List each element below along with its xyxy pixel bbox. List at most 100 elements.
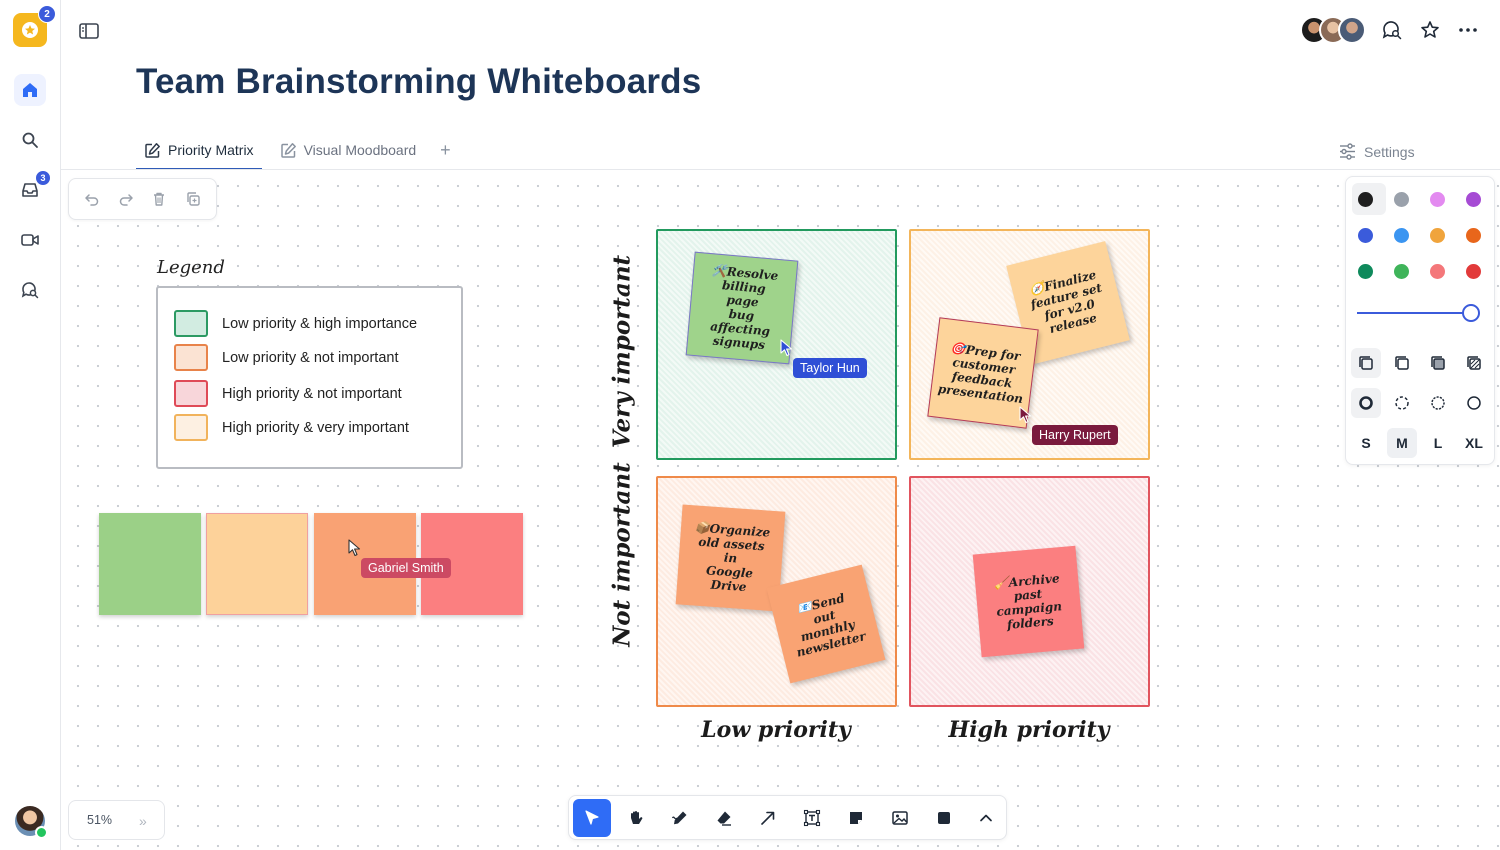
search-button[interactable]	[14, 124, 46, 156]
settings-button[interactable]: Settings	[1338, 142, 1415, 161]
inbox-button[interactable]	[14, 174, 46, 206]
fill-solid-button[interactable]	[1423, 348, 1453, 378]
legend-label: High priority & not important	[222, 385, 402, 402]
legend-item: High priority & very important	[174, 414, 409, 441]
more-horizontal-icon	[1459, 28, 1477, 32]
tab-label: Visual Moodboard	[303, 142, 417, 158]
stroke-draw-button[interactable]	[1351, 388, 1381, 418]
expand-minimap-button[interactable]: »	[139, 813, 147, 829]
note-emoji: 📦	[694, 520, 711, 536]
text-tool-button[interactable]	[793, 799, 831, 837]
color-swatch-yellow[interactable]	[1430, 228, 1445, 243]
legend-swatch	[174, 380, 208, 407]
fill-pattern-button[interactable]	[1459, 348, 1489, 378]
x-axis-label: Low priority	[701, 717, 851, 743]
legend-title: Legend	[157, 257, 225, 278]
trash-icon	[154, 192, 165, 206]
legend-swatch	[174, 310, 208, 337]
stroke-dotted-button[interactable]	[1423, 388, 1453, 418]
edit-toolbar	[68, 178, 217, 220]
undo-button[interactable]	[79, 186, 105, 212]
opacity-slider-track[interactable]	[1357, 312, 1470, 314]
eraser-tool-button[interactable]	[705, 799, 743, 837]
image-tool-button[interactable]	[881, 799, 919, 837]
rectangle-icon	[938, 812, 950, 824]
color-swatch-violet[interactable]	[1466, 192, 1481, 207]
sticky-note-tool-button[interactable]	[837, 799, 875, 837]
tab-visual-moodboard[interactable]: Visual Moodboard	[272, 132, 425, 168]
hand-icon	[631, 811, 643, 824]
fill-semi-icon	[1395, 356, 1409, 370]
drawing-toolbar	[568, 795, 1007, 840]
arrow-tool-button[interactable]	[749, 799, 787, 837]
size-small-button[interactable]: S	[1361, 435, 1371, 451]
shape-tool-button[interactable]	[925, 799, 963, 837]
x-axis-label: High priority	[948, 717, 1110, 743]
draw-tool-button[interactable]	[661, 799, 699, 837]
app-rail: 2 3	[0, 0, 61, 850]
legend-label: Low priority & high importance	[222, 315, 418, 332]
sidebar-toggle-button[interactable]	[78, 20, 100, 42]
inbox-badge: 3	[35, 170, 51, 186]
comments-button[interactable]	[1380, 18, 1404, 42]
home-icon	[23, 83, 37, 97]
inbox-icon	[22, 183, 38, 197]
tab-priority-matrix[interactable]: Priority Matrix	[136, 132, 262, 170]
color-swatch-blue[interactable]	[1358, 228, 1373, 243]
undo-icon	[85, 194, 99, 206]
color-swatch-light-violet[interactable]	[1430, 192, 1445, 207]
sticky-note-yellow[interactable]	[206, 513, 308, 615]
note-text: 🛠️Resolve billing page bug affecting sig…	[709, 263, 779, 353]
fill-semi-button[interactable]	[1387, 348, 1417, 378]
color-swatch-orange[interactable]	[1466, 228, 1481, 243]
video-button[interactable]	[14, 224, 46, 256]
star-badge-icon	[22, 22, 38, 38]
redo-button[interactable]	[113, 186, 139, 212]
duplicate-button[interactable]	[180, 186, 206, 212]
favorite-button[interactable]	[1418, 18, 1442, 42]
legend-swatch	[174, 414, 208, 441]
opacity-slider-handle[interactable]	[1462, 304, 1480, 322]
chat-search-button[interactable]	[14, 274, 46, 306]
stroke-draw-icon	[1359, 396, 1373, 410]
sticky-note[interactable]: 🧹Archive past campaign folders	[972, 545, 1085, 658]
chat-search-icon	[1382, 21, 1402, 40]
color-swatch-black[interactable]	[1358, 192, 1373, 207]
size-medium-button[interactable]: M	[1387, 428, 1417, 458]
legend[interactable]: Low priority & high importance Low prior…	[156, 286, 463, 469]
sticky-note-green[interactable]	[99, 513, 201, 615]
add-tab-button[interactable]: +	[440, 139, 451, 160]
collaborator-cursor-icon	[1019, 406, 1032, 424]
color-swatch-light-green[interactable]	[1394, 264, 1409, 279]
settings-label: Settings	[1364, 143, 1415, 160]
size-large-button[interactable]: L	[1433, 435, 1443, 451]
color-swatch-light-red[interactable]	[1430, 264, 1445, 279]
home-button[interactable]	[14, 74, 46, 106]
header-actions	[1300, 16, 1480, 44]
collaborator-cursor-icon	[348, 539, 361, 557]
collaborator-avatars[interactable]	[1300, 16, 1366, 44]
color-swatch-red[interactable]	[1466, 264, 1481, 279]
sidebar-panel-icon	[79, 23, 99, 39]
stroke-dashed-button[interactable]	[1387, 388, 1417, 418]
page-title: Team Brainstorming Whiteboards	[136, 62, 702, 101]
zoom-control[interactable]: 51% »	[68, 800, 165, 840]
collaborator-label: Gabriel Smith	[361, 558, 451, 578]
edit-icon	[280, 142, 296, 158]
size-xl-button[interactable]: XL	[1465, 435, 1483, 451]
color-swatch-light-blue[interactable]	[1394, 228, 1409, 243]
collaborator-label: Harry Rupert	[1032, 425, 1118, 445]
select-tool-button[interactable]	[573, 799, 611, 837]
more-options-button[interactable]	[1456, 18, 1480, 42]
style-panel: S M L XL	[1345, 176, 1495, 465]
color-swatch-grey[interactable]	[1394, 192, 1409, 207]
delete-button[interactable]	[146, 186, 172, 212]
stroke-solid-button[interactable]	[1459, 388, 1489, 418]
hand-tool-button[interactable]	[617, 799, 655, 837]
fill-none-button[interactable]	[1351, 348, 1381, 378]
color-swatch-green[interactable]	[1358, 264, 1373, 279]
more-tools-button[interactable]	[967, 799, 1005, 837]
legend-label: High priority & very important	[222, 419, 409, 436]
fill-pattern-icon	[1467, 356, 1481, 370]
redo-icon	[119, 194, 133, 206]
